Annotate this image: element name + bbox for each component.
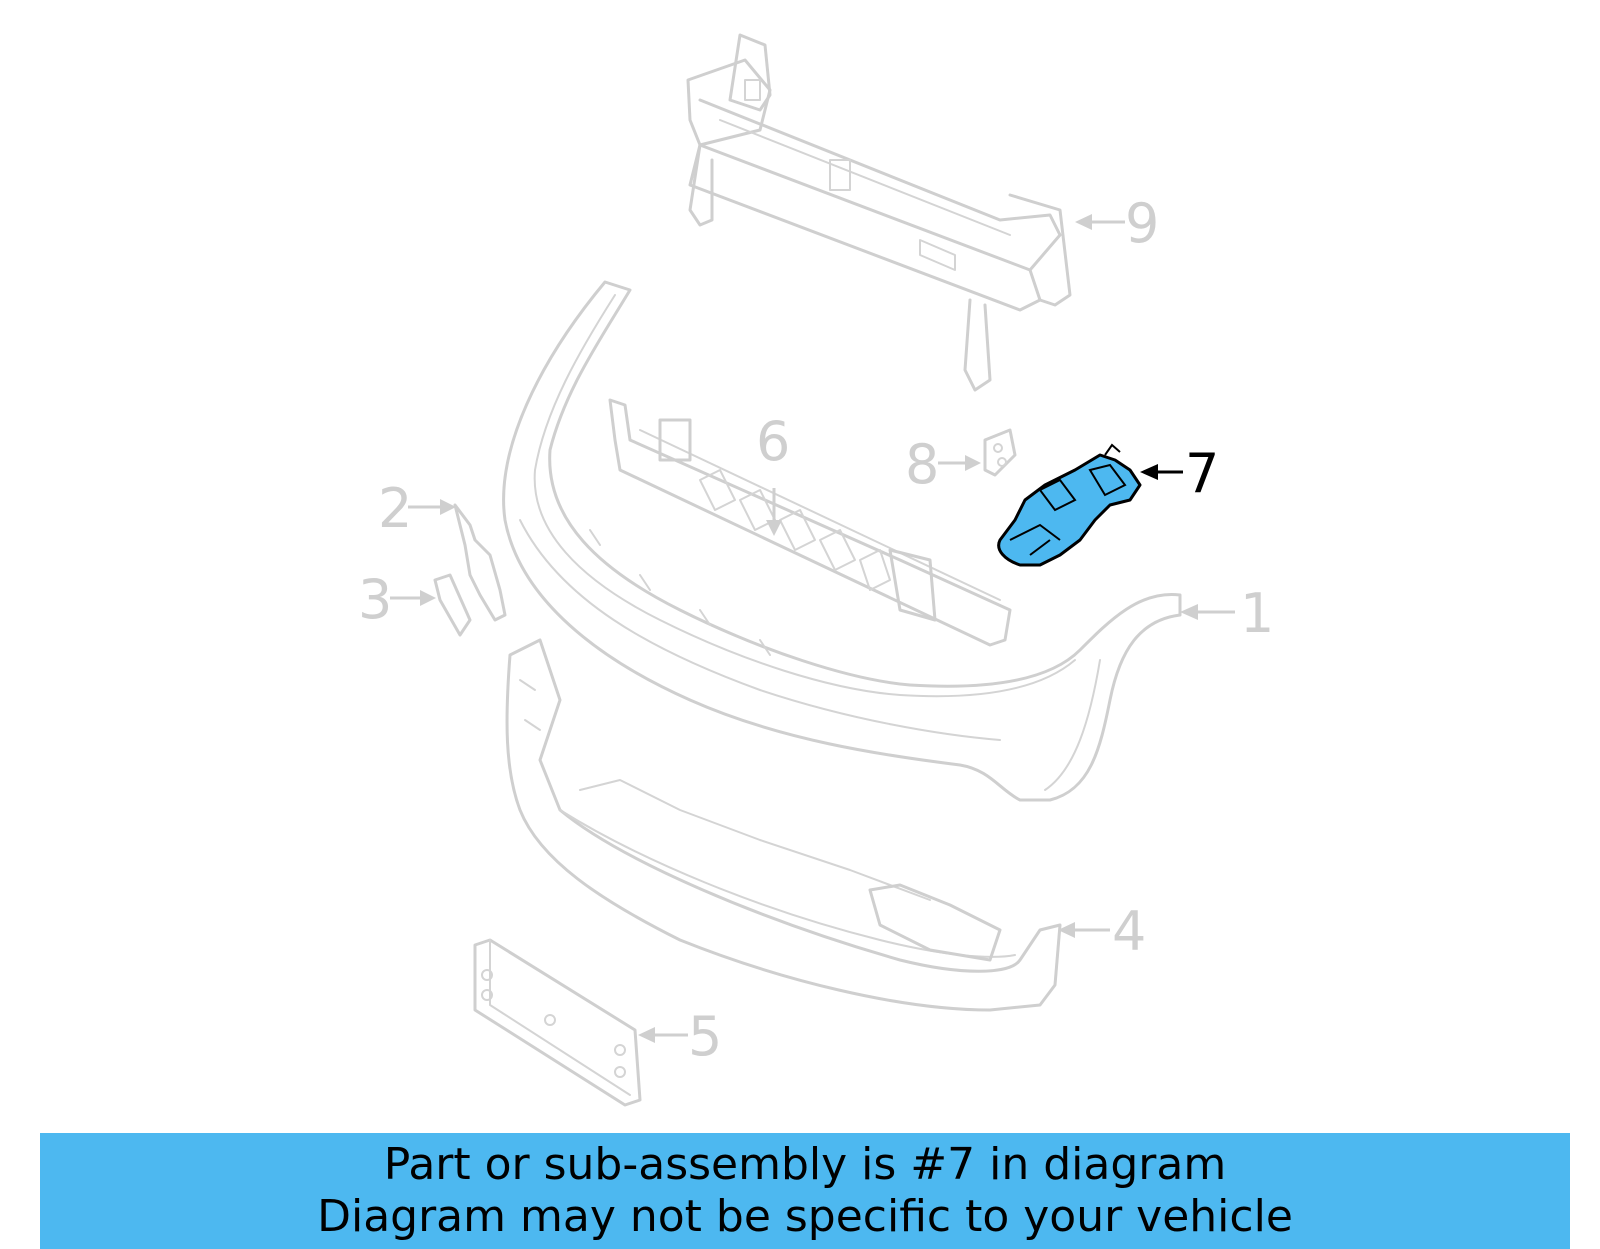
- part-9-radiator-support: [686, 33, 1072, 392]
- part-1-bumper-cover: [502, 280, 1182, 802]
- callout-7: 7: [1140, 442, 1219, 505]
- callout-8: 8: [905, 433, 981, 496]
- part-2-bracket: [453, 503, 507, 622]
- part-4-lower-valance: [505, 638, 1062, 1012]
- svg-text:3: 3: [358, 568, 392, 631]
- info-banner: Part or sub-assembly is #7 in diagram Di…: [40, 1133, 1570, 1249]
- svg-text:2: 2: [378, 477, 412, 540]
- part-3-bracket: [433, 573, 472, 637]
- callout-5: 5: [638, 1005, 722, 1068]
- callout-6: 6: [756, 410, 790, 536]
- part-7-bracket-highlighted: [997, 443, 1142, 567]
- banner-line-1: Part or sub-assembly is #7 in diagram: [383, 1139, 1227, 1190]
- banner-line-2: Diagram may not be specific to your vehi…: [317, 1191, 1293, 1242]
- parts-diagram: 1 2 3 4 5 6 7 8 9: [358, 33, 1274, 1107]
- svg-text:4: 4: [1112, 900, 1146, 963]
- part-8-clip: [983, 428, 1017, 477]
- svg-text:6: 6: [756, 410, 790, 473]
- callout-3: 3: [358, 568, 436, 631]
- callout-4: 4: [1058, 900, 1146, 963]
- svg-text:7: 7: [1185, 442, 1219, 505]
- svg-text:5: 5: [688, 1005, 722, 1068]
- callout-2: 2: [378, 477, 456, 540]
- svg-text:1: 1: [1240, 582, 1274, 645]
- svg-text:8: 8: [905, 433, 939, 496]
- part-5-license-bracket: [473, 938, 642, 1107]
- svg-text:9: 9: [1125, 192, 1159, 255]
- callout-1: 1: [1180, 582, 1274, 645]
- part-6-energy-absorber: [608, 398, 1012, 647]
- callout-9: 9: [1075, 192, 1159, 255]
